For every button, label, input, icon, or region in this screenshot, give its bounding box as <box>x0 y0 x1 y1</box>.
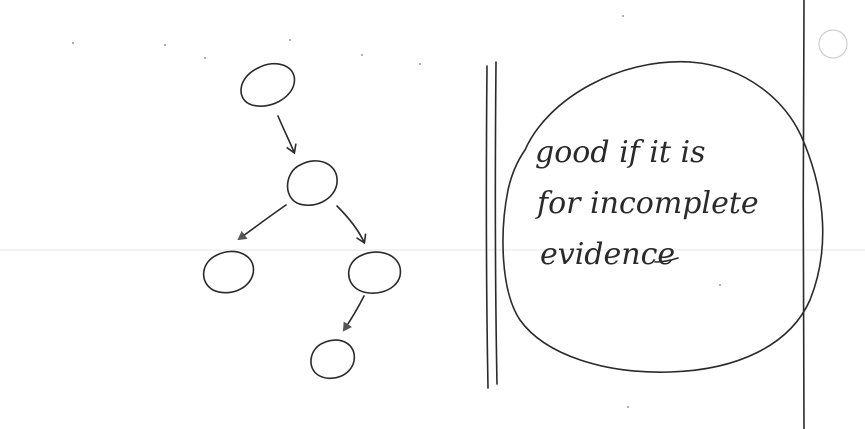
tree-diagram <box>202 62 402 380</box>
note-underline-flourish <box>654 257 679 263</box>
note-line-1: good if it is <box>535 135 705 170</box>
margin-hole-mark <box>818 29 848 59</box>
note-line-3: evidence <box>540 237 675 272</box>
note-enclosing-circle <box>502 60 824 373</box>
tree-edge-root-to-middle <box>277 115 297 155</box>
double-separator <box>485 61 498 389</box>
tree-node-bottom-leaf <box>310 339 356 380</box>
tree-edge-middle-to-left <box>237 204 287 241</box>
tree-node-right <box>347 251 402 294</box>
tree-node-root <box>240 62 296 107</box>
tree-node-left-leaf <box>202 250 255 294</box>
tree-edge-middle-to-right <box>336 205 367 245</box>
tree-edge-right-to-bottom <box>342 295 365 332</box>
note-line-2: for incomplete <box>535 186 759 221</box>
paper-specks <box>72 15 721 408</box>
right-margin-line <box>802 0 805 429</box>
tree-node-middle <box>286 160 338 207</box>
